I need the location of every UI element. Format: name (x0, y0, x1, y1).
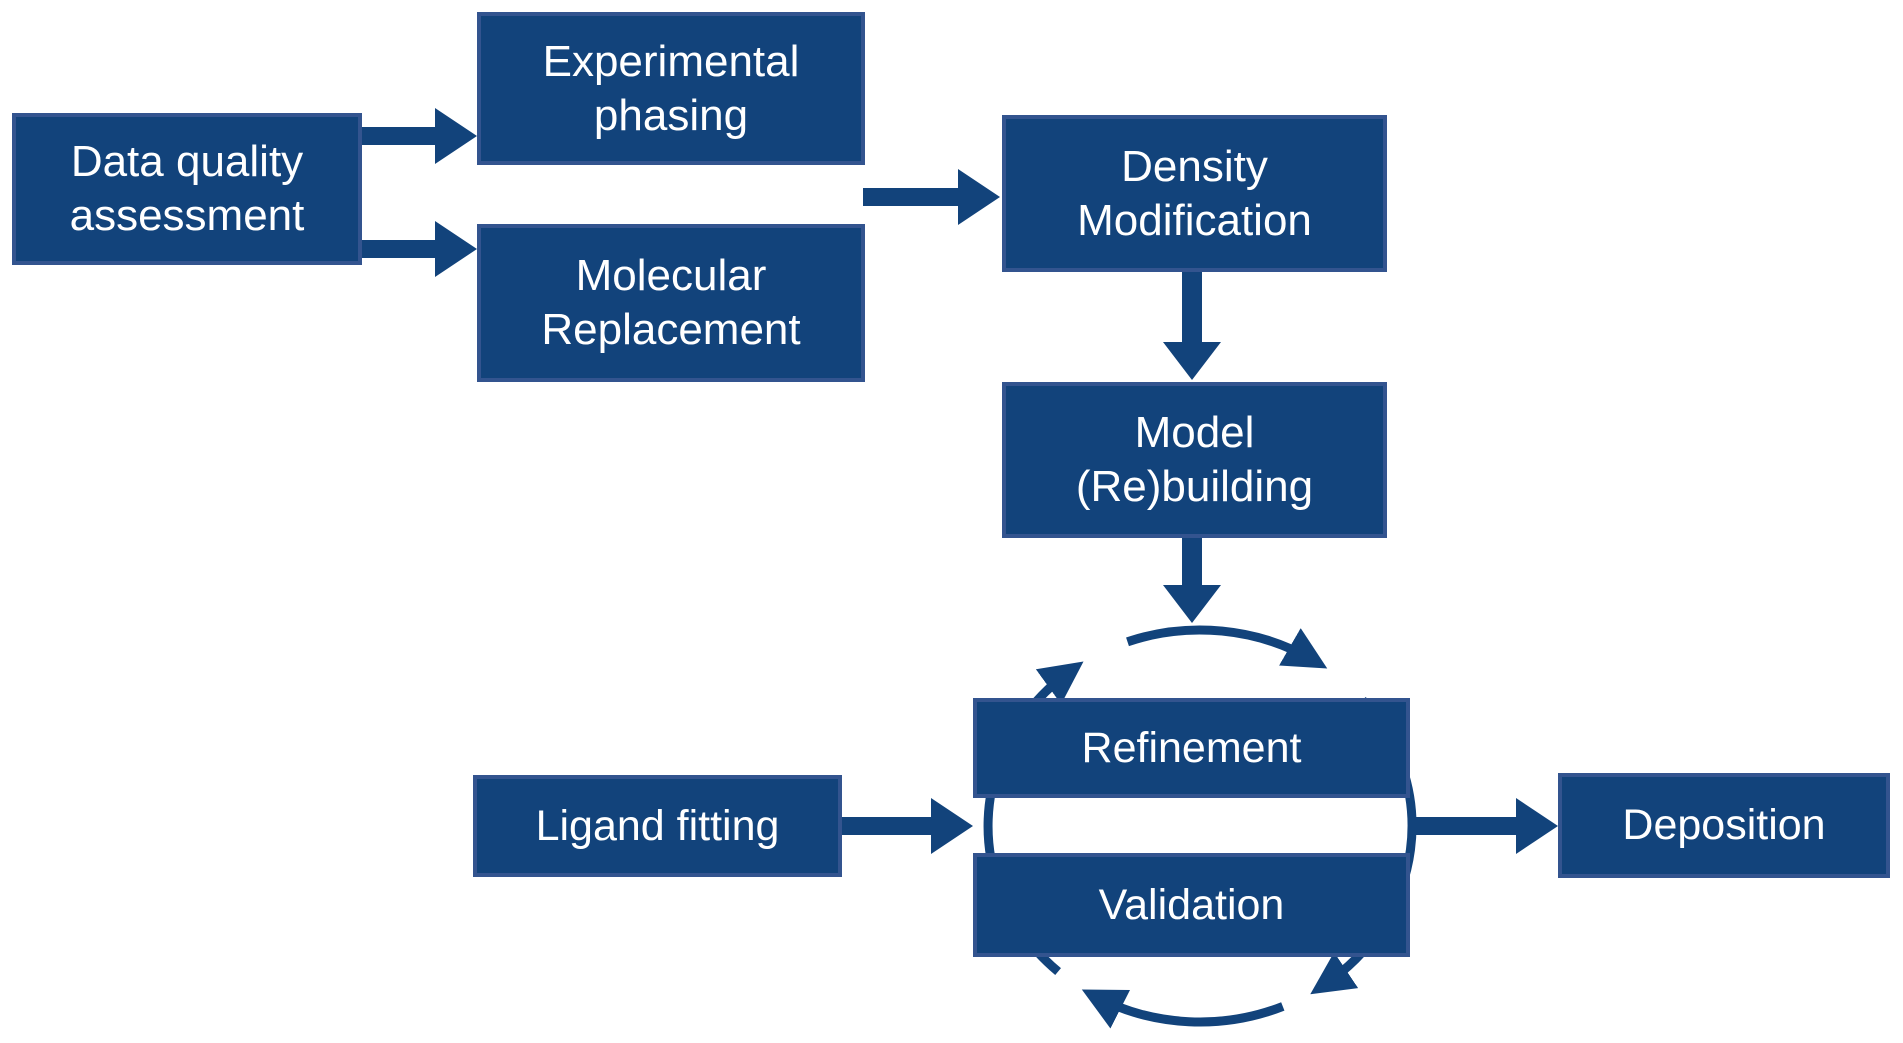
cycle-arc-bottom (1081, 989, 1285, 1029)
arrow-head-icon (435, 108, 477, 164)
refinement-validation-cycle-ring (983, 625, 1417, 1029)
arrow-shaft (362, 127, 437, 145)
arrow-density-to-model (1162, 272, 1222, 380)
arrow-shaft (842, 817, 933, 835)
arrow-head-icon (435, 221, 477, 277)
arrow-head-icon (1516, 798, 1558, 854)
arrow-shaft (1412, 817, 1518, 835)
arrow-head-icon (931, 798, 973, 854)
arrow-dataquality-to-molecular (362, 219, 477, 279)
node-experimental-phasing: Experimental phasing (477, 12, 865, 165)
arrow-cycle-to-deposition (1412, 796, 1558, 856)
arrow-head-icon (958, 169, 1000, 225)
arrow-ligand-to-cycle (842, 796, 973, 856)
cycle-arc-top (1126, 625, 1328, 669)
arrow-model-to-cycle (1162, 538, 1222, 623)
node-molecular-replacement: Molecular Replacement (477, 224, 865, 382)
arrow-head-icon (1163, 585, 1221, 623)
arrow-dataquality-to-experimental (362, 106, 477, 166)
node-model-rebuilding: Model (Re)building (1002, 382, 1387, 538)
arrow-shaft (1182, 538, 1202, 588)
arrow-shaft (362, 240, 437, 258)
arrow-head-icon (1163, 342, 1221, 380)
node-refinement: Refinement (973, 698, 1410, 798)
node-density-modification: Density Modification (1002, 115, 1387, 272)
arrow-phasing-to-density (863, 167, 1000, 227)
node-data-quality-assessment: Data quality assessment (12, 113, 362, 265)
arrow-shaft (863, 188, 960, 206)
node-validation: Validation (973, 853, 1410, 957)
node-deposition: Deposition (1558, 773, 1890, 878)
arrow-shaft (1182, 272, 1202, 344)
node-ligand-fitting: Ligand fitting (473, 775, 842, 877)
